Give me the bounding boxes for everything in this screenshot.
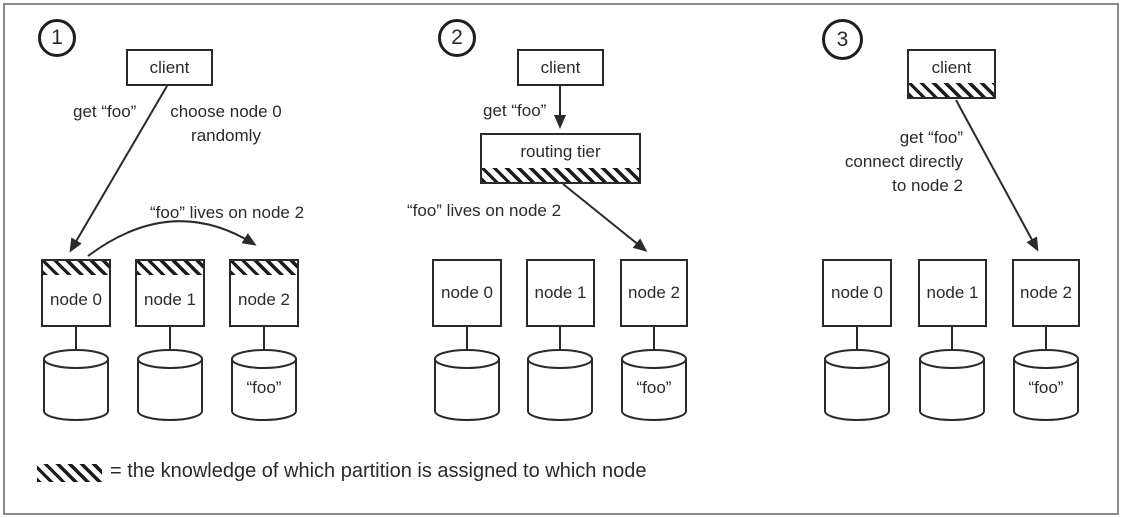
legend-text: = the knowledge of which partition is as… xyxy=(110,460,647,482)
foo-data-label-2: “foo” xyxy=(636,378,672,397)
node-label: node 2 xyxy=(1020,283,1072,302)
choose-node-note: choose node 0 randomly xyxy=(160,100,292,148)
client-label: client xyxy=(931,57,972,77)
note-line-2: randomly xyxy=(191,126,261,145)
node1-box-2: node 1 xyxy=(526,259,595,327)
get-foo-label-1: get “foo” xyxy=(73,102,137,121)
foo-data-label-1: “foo” xyxy=(246,378,282,397)
foo-lives-on-node2-label-1: “foo” lives on node 2 xyxy=(150,203,305,222)
node-label: node 0 xyxy=(831,283,883,302)
step-number-2: 2 xyxy=(438,19,476,57)
db-cylinder xyxy=(434,349,500,421)
node-label: node 1 xyxy=(534,283,587,302)
client-box-2: client xyxy=(517,49,604,86)
db-cylinder xyxy=(919,349,985,421)
foo-data-label-3: “foo” xyxy=(1028,378,1064,397)
node2-box-2: node 2 xyxy=(620,259,688,327)
connect-directly-note: get “foo” connect directly to node 2 xyxy=(808,126,963,198)
node-label: node 2 xyxy=(238,289,290,309)
step-number-1: 1 xyxy=(38,19,76,57)
node0-box-1: node 0 xyxy=(41,259,111,327)
node-label: node 0 xyxy=(50,289,102,309)
node1-box-1: node 1 xyxy=(135,259,205,327)
step-number-label: 1 xyxy=(51,26,63,49)
note-line-1: choose node 0 xyxy=(170,102,282,121)
note-line-1: get “foo” xyxy=(899,128,963,147)
client-box-1: client xyxy=(126,49,213,86)
node-label: node 1 xyxy=(926,283,979,302)
client-label: client xyxy=(540,57,581,77)
knowledge-hatch xyxy=(482,168,639,182)
step-number-3: 3 xyxy=(822,19,863,60)
arrow-routing-tier-to-node2 xyxy=(562,183,648,252)
knowledge-hatch xyxy=(43,261,109,275)
db-cylinder xyxy=(1013,349,1079,421)
db-cylinder xyxy=(231,349,297,421)
routing-tier-label: routing tier xyxy=(520,141,601,161)
node-label: node 0 xyxy=(441,283,493,302)
step-number-label: 3 xyxy=(836,27,849,51)
knowledge-hatch xyxy=(231,261,297,275)
get-foo-label-2: get “foo” xyxy=(483,101,547,120)
db-cylinder xyxy=(527,349,593,421)
db-cylinder xyxy=(43,349,109,421)
arrow-client-to-node0 xyxy=(69,85,168,253)
foo-lives-on-node2-label-2: “foo” lives on node 2 xyxy=(407,201,562,220)
node1-box-3: node 1 xyxy=(918,259,987,327)
node-label: node 1 xyxy=(144,289,196,309)
node0-box-2: node 0 xyxy=(432,259,502,327)
knowledge-hatch xyxy=(137,261,203,275)
legend-hatch-swatch xyxy=(37,464,102,482)
node2-box-3: node 2 xyxy=(1012,259,1080,327)
node2-box-1: node 2 xyxy=(229,259,299,327)
note-line-2: connect directly xyxy=(844,152,963,171)
client-box-3: client xyxy=(907,49,996,99)
db-cylinder xyxy=(824,349,890,421)
db-cylinder xyxy=(137,349,203,421)
node-label: node 2 xyxy=(628,283,680,302)
db-cylinder xyxy=(621,349,687,421)
client-label: client xyxy=(149,57,190,77)
node-disk-connectors xyxy=(75,327,1047,352)
node0-box-3: node 0 xyxy=(822,259,892,327)
arc-node0-forwards-to-node2 xyxy=(87,220,257,257)
note-line-3: to node 2 xyxy=(892,176,963,195)
arrow-client-direct-to-node2 xyxy=(955,99,1039,252)
routing-tier-box: routing tier xyxy=(480,133,641,184)
knowledge-hatch xyxy=(909,83,994,97)
step-number-label: 2 xyxy=(451,26,463,49)
db-cylinders xyxy=(43,349,1079,421)
